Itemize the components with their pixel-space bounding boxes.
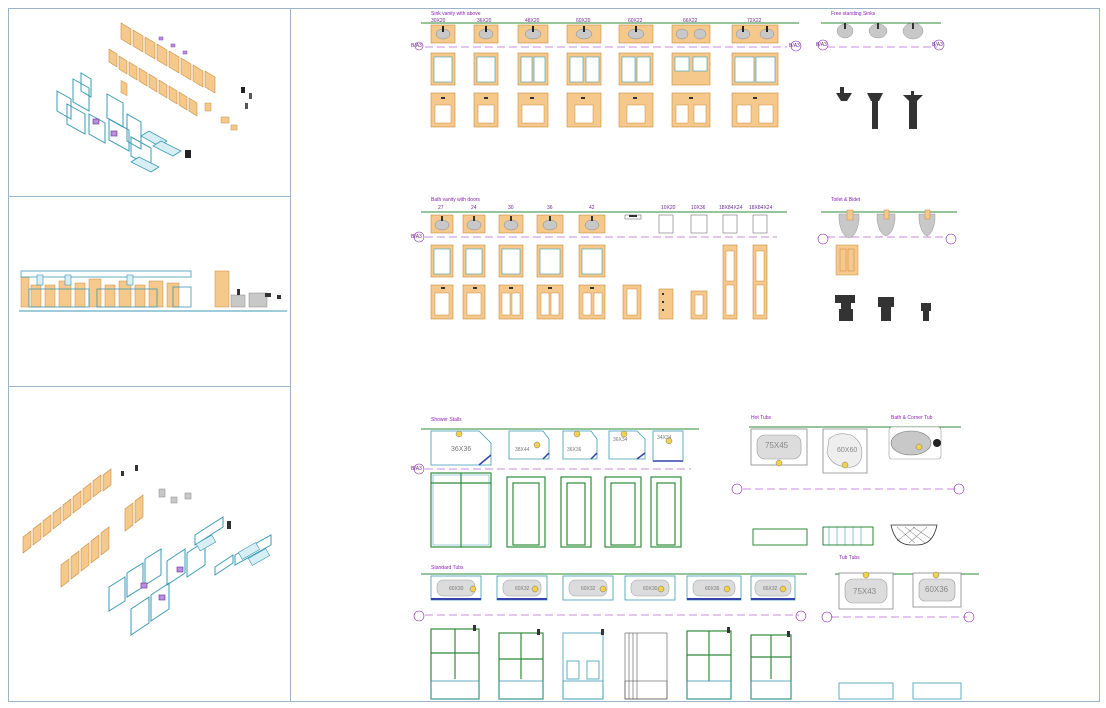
- dim-tub-right-1: 75X43: [853, 587, 877, 596]
- main-drawing: [413, 22, 979, 700]
- dim-hot-tub-2: 60X60: [837, 447, 858, 454]
- dim-row2-6: 10X20: [661, 205, 676, 211]
- dim-row2-1: 27: [438, 205, 444, 211]
- label-standard-tubs: Standard Tubs: [431, 565, 464, 571]
- iso-view-bottom[interactable]: [8, 386, 291, 702]
- iso-fixtures-drawing-top: [120, 80, 128, 97]
- row1-vanity-plan: [414, 22, 802, 52]
- label-tub-right: Tub Tubs: [839, 555, 860, 561]
- dim-hot-tub-1: 75X45: [765, 441, 789, 450]
- label-free-standing: Free standing Sinks: [831, 11, 876, 17]
- dim-row1-4: 60X20: [576, 18, 591, 24]
- dim-tub-right-2: 60X36: [925, 585, 949, 594]
- dim-shower-1: 36X36: [451, 446, 472, 453]
- label-vanity-doors: Bath vanity with doors: [431, 197, 480, 203]
- section-tag-2: B/A3: [789, 43, 800, 49]
- dim-row1-5: 60X22: [628, 18, 643, 24]
- dim-tub-3: 60X32: [581, 586, 596, 592]
- dim-tub-6: 66X32: [763, 586, 778, 592]
- dim-shower-4: 36X34: [613, 437, 628, 443]
- iso-cluster-top: [56, 22, 252, 173]
- dim-row2-4: 36: [547, 205, 553, 211]
- dim-row2-8: 18X84X24: [719, 205, 743, 211]
- dim-row1-2: 36X20: [477, 18, 492, 24]
- label-vanity-sink-above: Sink vanity with above: [431, 11, 481, 17]
- shower-stalls: [413, 428, 699, 548]
- dim-row2-5: 42: [589, 205, 595, 211]
- dim-row1-3: 48X20: [525, 18, 540, 24]
- dim-row1-1: 30X20: [431, 18, 446, 24]
- label-toilets: Toilet & Bidet: [831, 197, 861, 203]
- free-standing-sinks: [817, 22, 945, 129]
- toilets-bidets: [817, 209, 957, 321]
- hot-tubs: [731, 426, 965, 546]
- dim-tub-4: 60X30: [643, 586, 658, 592]
- iso-view-top[interactable]: [8, 8, 291, 197]
- dim-shower-3: 36X36: [567, 447, 582, 453]
- section-tag-5: B/A3: [411, 234, 422, 240]
- dim-tub-2: 60X32: [515, 586, 530, 592]
- dim-row1-6: 66X22: [683, 18, 698, 24]
- label-shower: Shower Stalls: [431, 417, 462, 423]
- section-tag-3: B/A3: [816, 42, 827, 48]
- tub-right-group: [821, 571, 979, 700]
- main-drawing-viewport[interactable]: Sink vanity with above Free standing Sin…: [290, 8, 1100, 702]
- section-tag-1: B/A3: [411, 43, 422, 49]
- label-bath-corner: Bath & Corner Tub: [891, 415, 933, 421]
- dim-row2-3: 30: [508, 205, 514, 211]
- dim-row2-9: 18X84X24: [749, 205, 773, 211]
- dim-row2-7: 10X36: [691, 205, 706, 211]
- standard-tubs: [413, 573, 807, 700]
- iso-vanity-row-back: [120, 80, 128, 97]
- row2-vanity-doors-plan: [413, 211, 787, 243]
- dim-row1-7: 72X22: [747, 18, 762, 24]
- dim-tub-1: 60X30: [449, 586, 464, 592]
- dim-row2-2: 24: [471, 205, 477, 211]
- label-hot-tubs: Hot Tubs: [751, 415, 772, 421]
- iso-fixtures-drawing-bottom: [22, 465, 272, 636]
- section-tag-4: B/A3: [932, 42, 943, 48]
- dim-shower-5: 34X34: [657, 435, 672, 441]
- section-tag-6: B/A3: [411, 466, 422, 472]
- elevation-strip-view[interactable]: [8, 196, 291, 387]
- dim-shower-2: 38X44: [515, 447, 530, 453]
- dim-tub-5: 60X36: [705, 586, 720, 592]
- elevation-strip-drawing: [19, 270, 287, 312]
